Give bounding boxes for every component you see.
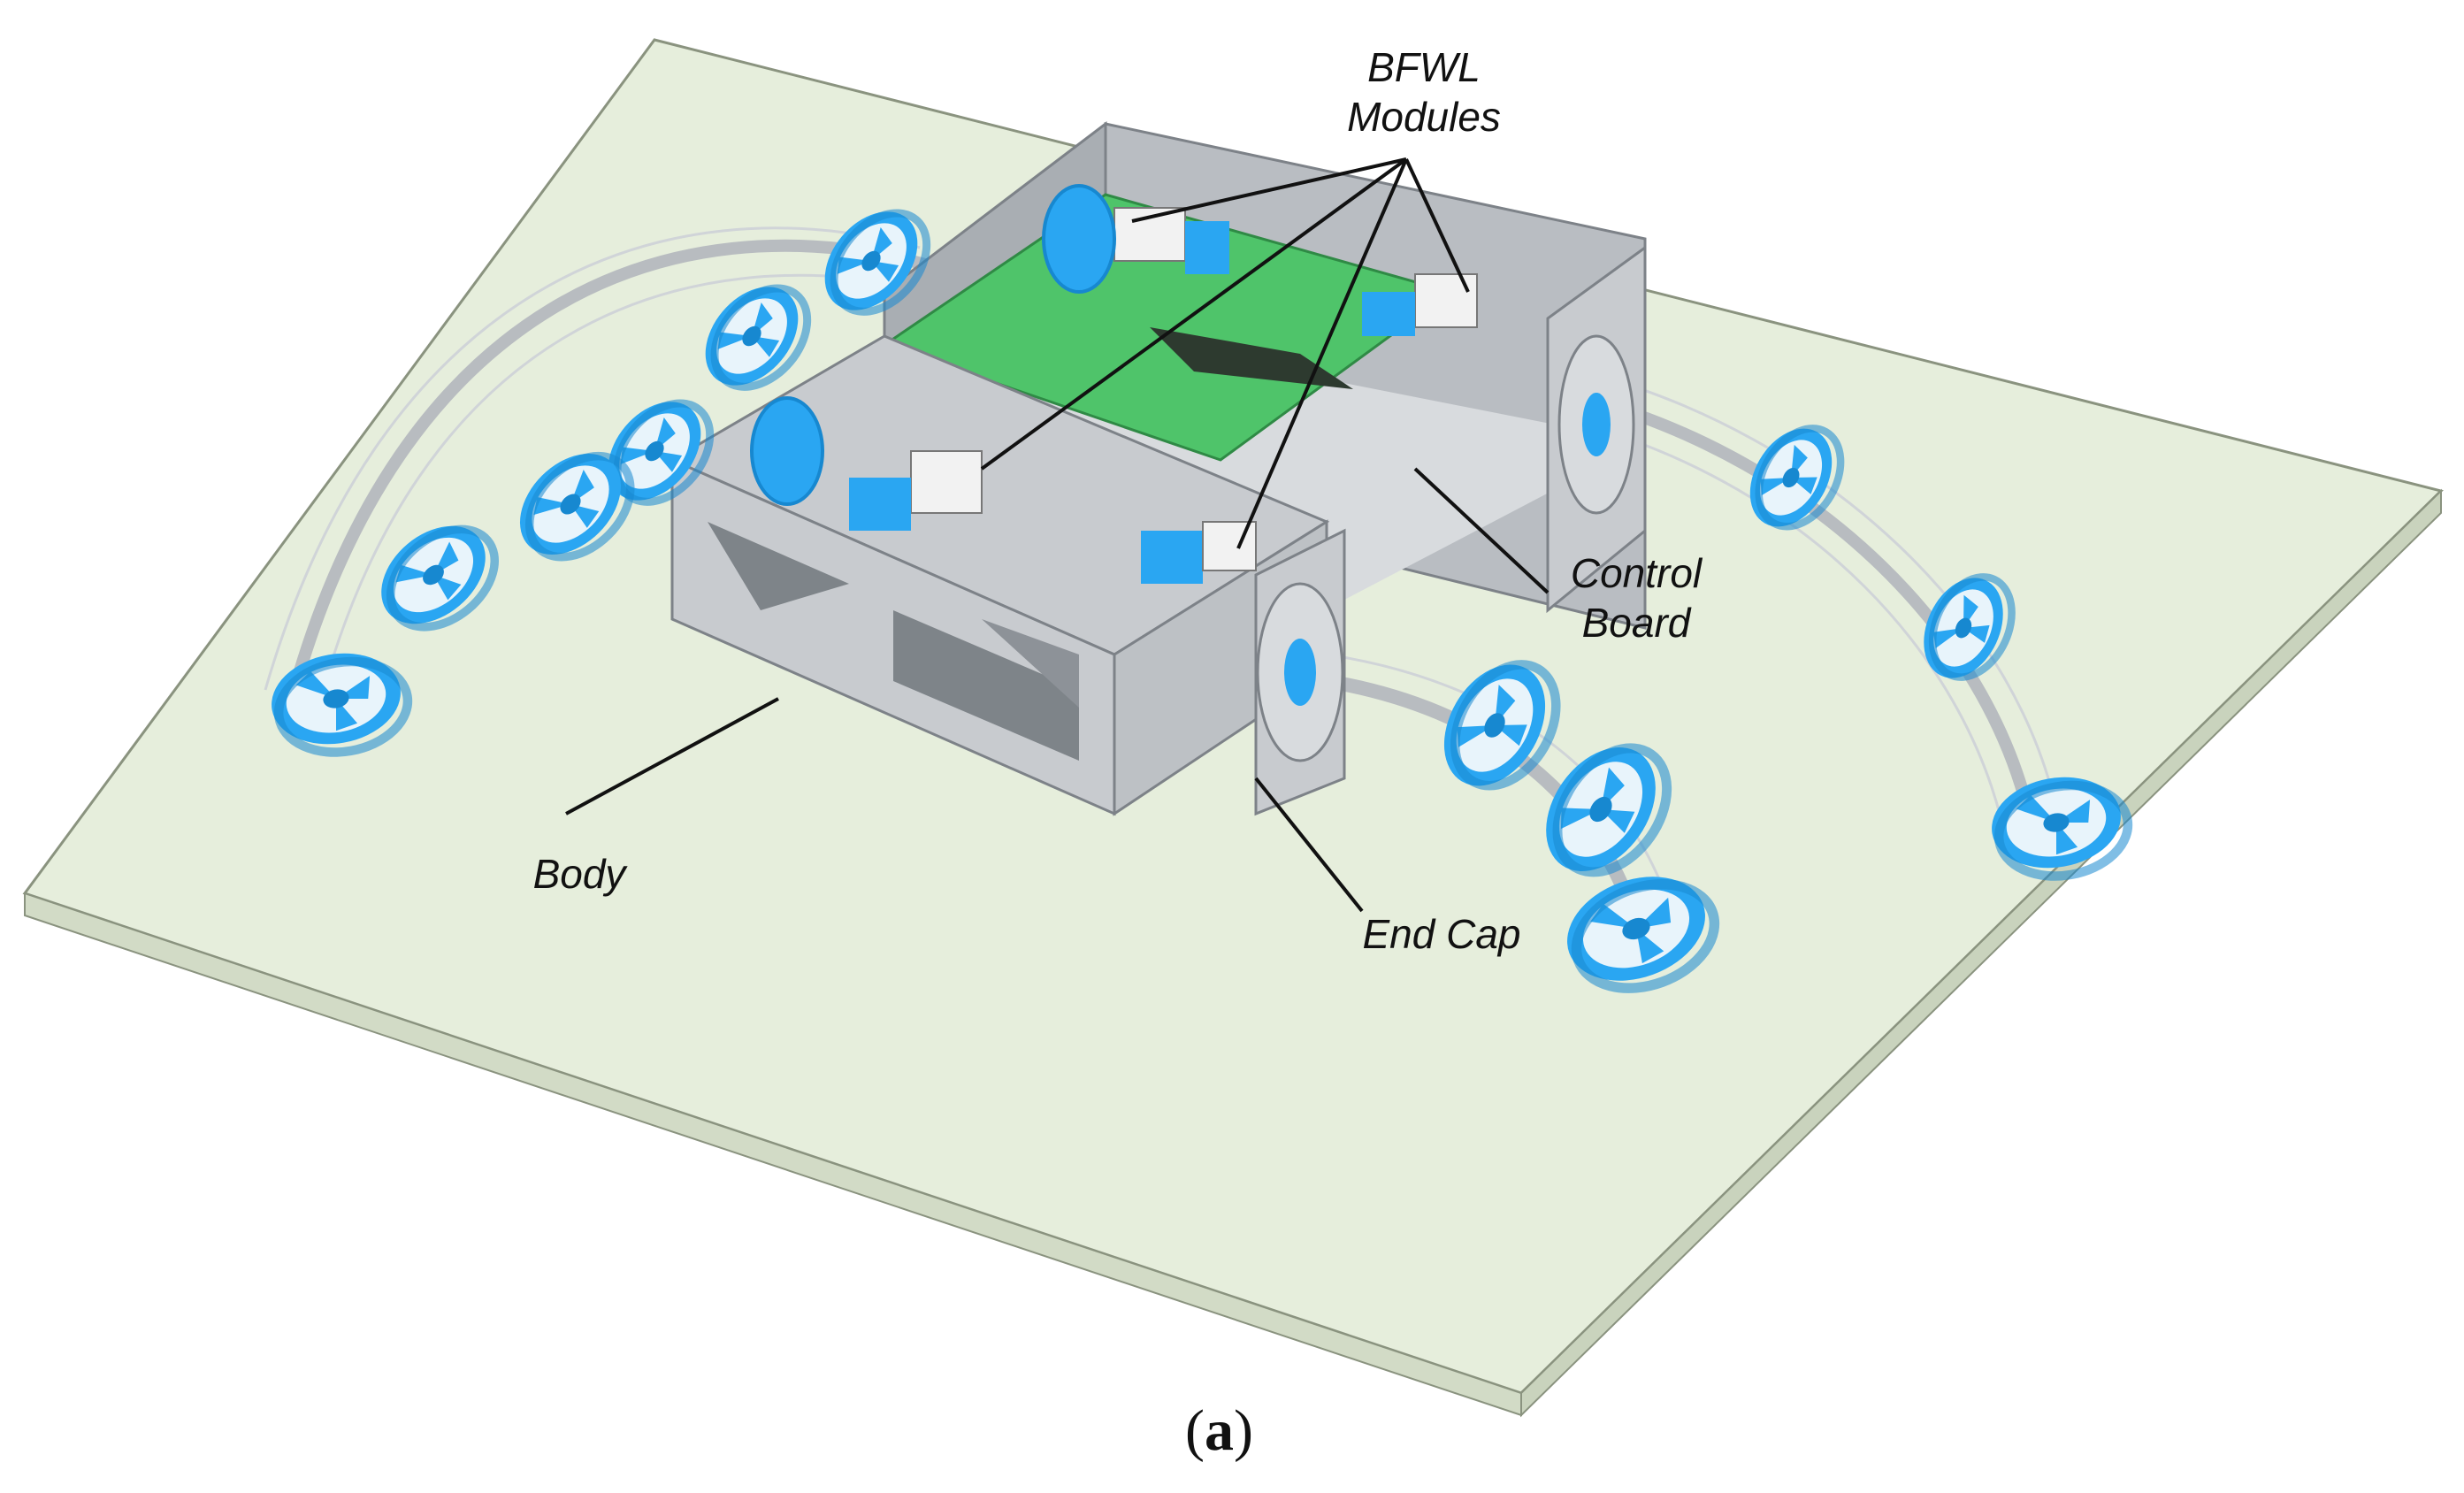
- leader-lines: [565, 157, 1550, 913]
- figure-caption: (a): [1185, 1397, 1253, 1465]
- label-bfwl-line2: Modules: [1347, 94, 1501, 140]
- label-control-board: Control Board: [1539, 548, 1733, 647]
- label-bfwl-modules: BFWL Modules: [1318, 42, 1530, 142]
- caption-letter: a: [1204, 1398, 1234, 1463]
- label-control-line1: Control: [1570, 550, 1703, 596]
- left-tail-arc: [264, 226, 938, 708]
- label-body: Body: [532, 851, 626, 897]
- label-control-line2: Board: [1581, 600, 1691, 646]
- caption-open: (: [1185, 1398, 1205, 1463]
- label-end-cap: End Cap: [1362, 911, 1521, 957]
- label-bfwl-line1: BFWL: [1367, 44, 1481, 90]
- right-tail-arc: [1581, 370, 2062, 850]
- caption-close: ): [1233, 1398, 1253, 1463]
